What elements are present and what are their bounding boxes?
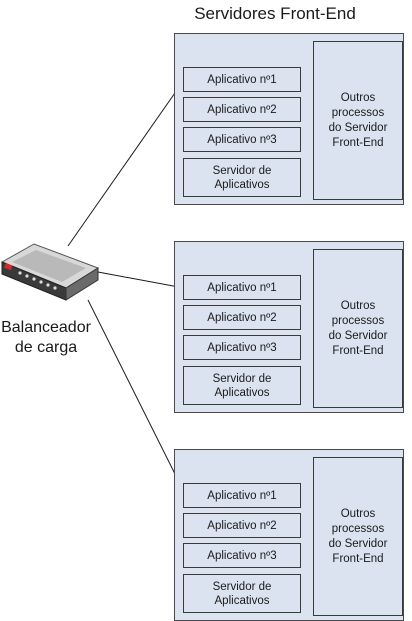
app-3: Aplicativo nº3 bbox=[183, 543, 301, 568]
front-end-server-3: Aplicativo nº1 Aplicativo nº2 Aplicativo… bbox=[174, 449, 404, 621]
link-to-server-2 bbox=[97, 271, 185, 289]
other-processes: Outros processos do Servidor Front-End bbox=[313, 457, 403, 616]
other-processes: Outros processos do Servidor Front-End bbox=[313, 249, 403, 408]
front-end-server-1: Aplicativo nº1 Aplicativo nº2 Aplicativo… bbox=[174, 33, 404, 205]
other-processes: Outros processos do Servidor Front-End bbox=[313, 41, 403, 200]
app-2: Aplicativo nº2 bbox=[183, 513, 301, 538]
diagram-title: Servidores Front-End bbox=[194, 4, 356, 23]
app-1: Aplicativo nº1 bbox=[183, 483, 301, 508]
load-balancer-icon bbox=[0, 243, 100, 301]
app-2: Aplicativo nº2 bbox=[183, 97, 301, 122]
load-balancer-label: Balanceador de carga bbox=[1, 319, 91, 356]
front-end-server-2: Aplicativo nº1 Aplicativo nº2 Aplicativo… bbox=[174, 241, 404, 413]
app-server: Servidor de Aplicativos bbox=[183, 574, 301, 613]
app-server: Servidor de Aplicativos bbox=[183, 366, 301, 405]
app-3: Aplicativo nº3 bbox=[183, 335, 301, 360]
link-to-server-1 bbox=[67, 79, 185, 247]
app-server: Servidor de Aplicativos bbox=[183, 158, 301, 197]
link-to-server-3 bbox=[87, 299, 185, 493]
app-3: Aplicativo nº3 bbox=[183, 127, 301, 152]
app-1: Aplicativo nº1 bbox=[183, 67, 301, 92]
app-2: Aplicativo nº2 bbox=[183, 305, 301, 330]
app-1: Aplicativo nº1 bbox=[183, 275, 301, 300]
